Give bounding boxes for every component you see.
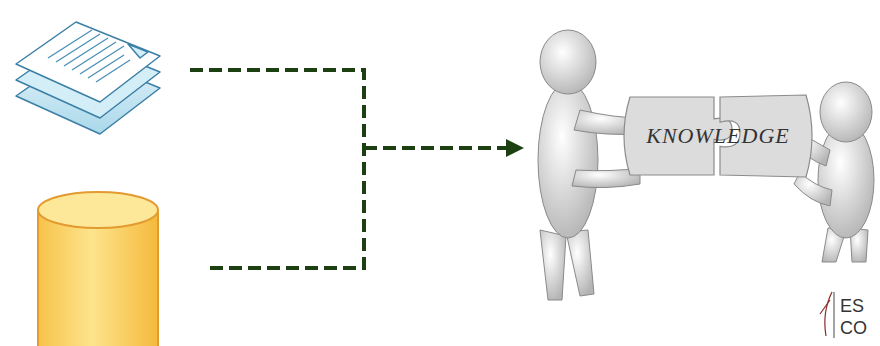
puzzle-node: KNOWLEDGE <box>628 93 808 179</box>
dashed-connector <box>190 70 508 268</box>
node-text: KNOWLEDGE <box>646 123 789 149</box>
logo-text: ES <box>840 296 864 316</box>
logo-mark <box>820 292 834 338</box>
database-cylinder <box>38 192 158 346</box>
logo-text: CO <box>840 318 867 338</box>
arrow-head <box>506 139 524 157</box>
documents-icon <box>16 22 160 134</box>
figure-left <box>538 30 642 300</box>
